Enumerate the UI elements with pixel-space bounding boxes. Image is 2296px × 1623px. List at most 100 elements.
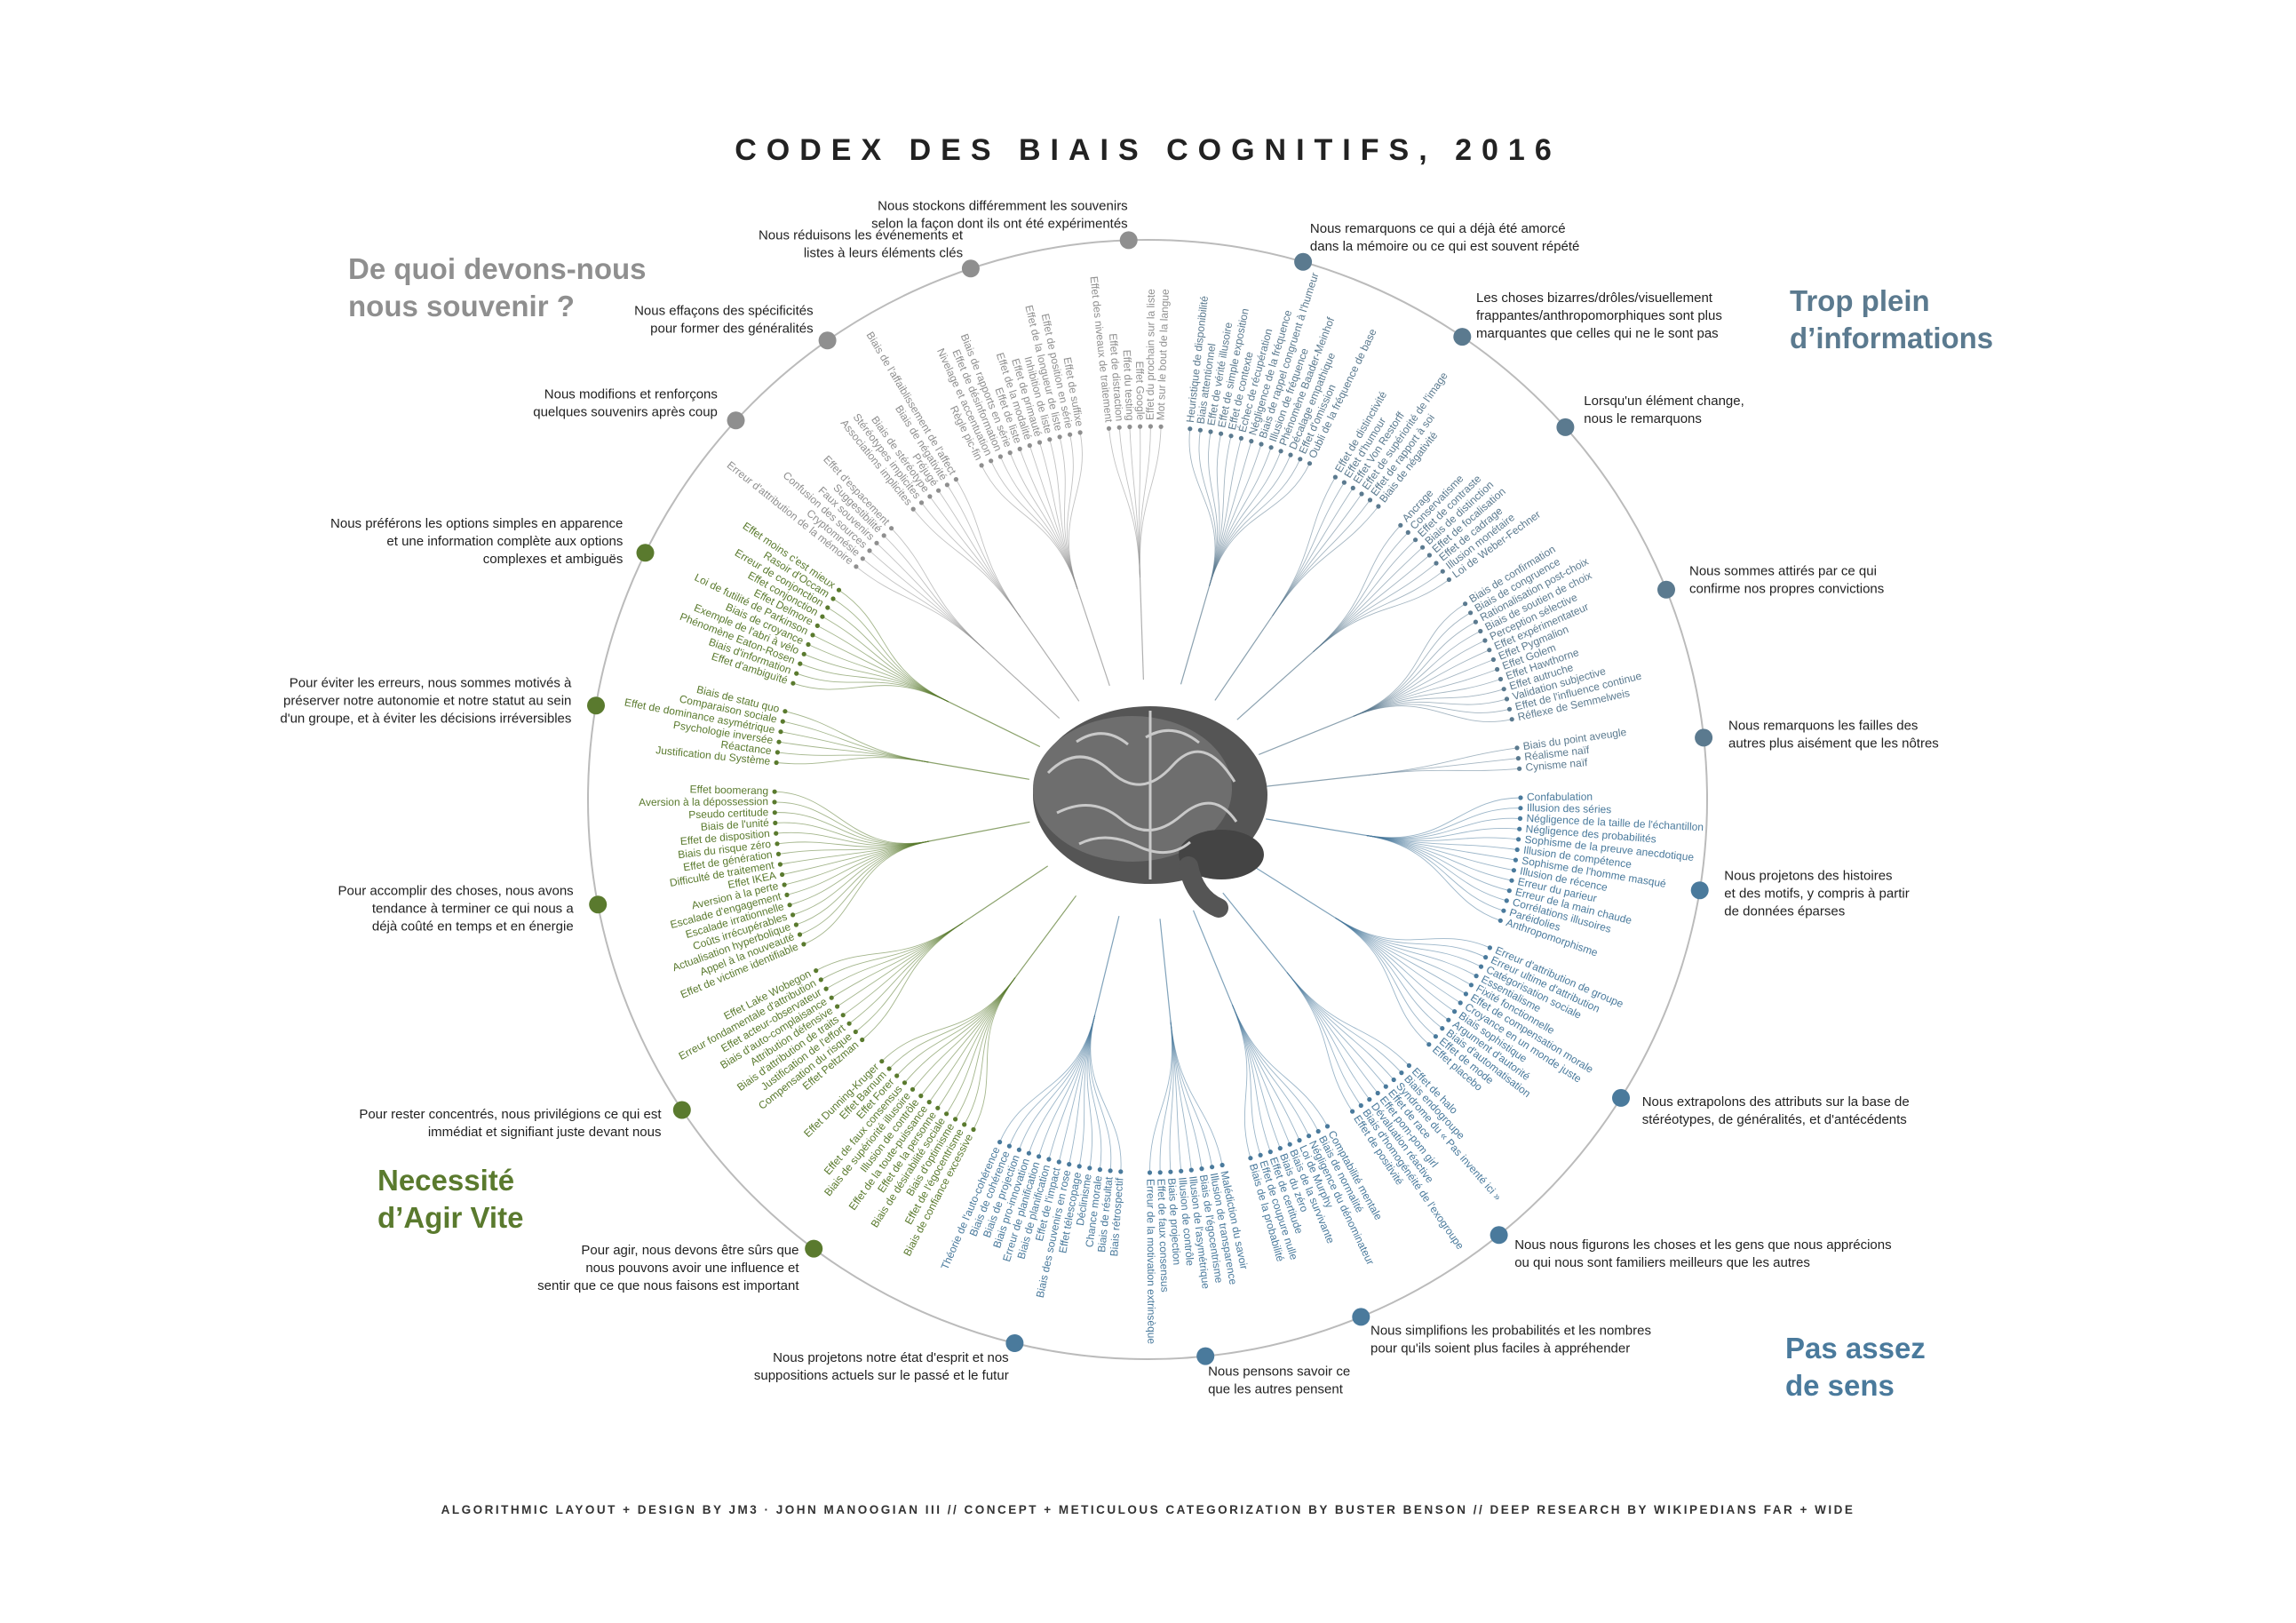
- bias-label: Confabulation: [1527, 791, 1593, 803]
- bias-dot: [1501, 687, 1506, 692]
- bias-label: Cynisme naïf: [1525, 756, 1589, 774]
- bias-dot: [840, 1013, 846, 1018]
- category-dot: [805, 1239, 823, 1258]
- category-label-line: Nous stockons différemment les souvenirs: [878, 198, 1128, 213]
- branch-line: [1353, 679, 1501, 717]
- branch-line: [789, 840, 930, 906]
- branch-line: [1366, 835, 1501, 921]
- branch-line: [1188, 428, 1216, 587]
- bias-dot: [1434, 561, 1439, 566]
- bias-dot: [1097, 1167, 1102, 1173]
- quadrant-title-line: Trop plein: [1790, 284, 1930, 317]
- bias-dot: [1433, 1034, 1438, 1039]
- branch-line: [862, 558, 985, 650]
- trunk-line: [1076, 588, 1110, 687]
- category-dot: [1690, 881, 1709, 900]
- category-label-line: complexes et ambiguës: [483, 552, 624, 567]
- bias-dot: [1350, 485, 1355, 491]
- bias-dot: [1138, 424, 1143, 429]
- bias-dot: [1157, 1170, 1163, 1175]
- quadrant-title-information: Trop plein d’informations: [1790, 282, 1993, 357]
- bias-label: Effet boomerang: [689, 783, 768, 797]
- category-label-line: Nous projetons notre état d'esprit et no…: [773, 1350, 1009, 1365]
- bias-dot: [1478, 964, 1484, 969]
- branch-line: [1209, 447, 1272, 587]
- branch-line: [1313, 539, 1416, 653]
- category-label: Nous simplifions les probabilités et les…: [1370, 1323, 1651, 1356]
- bias-dot: [1017, 446, 1022, 451]
- category-dot: [1352, 1308, 1370, 1326]
- bias-dot: [874, 540, 879, 545]
- bias-dot: [1067, 1162, 1072, 1167]
- bias-dot: [823, 986, 829, 991]
- bias-dot: [889, 526, 894, 531]
- bias-dot: [830, 596, 836, 601]
- bias-dot: [1509, 878, 1514, 883]
- bias-dot: [772, 789, 777, 794]
- branch-line: [973, 977, 1016, 1130]
- branch-line: [1335, 917, 1430, 1046]
- category-label-line: tendance à terminer ce qui nous a: [372, 901, 574, 916]
- category-label-line: ou qui nous sont familiers meilleurs que…: [1514, 1255, 1810, 1270]
- branch-line: [775, 812, 930, 845]
- brain-cortex: [1033, 716, 1232, 862]
- bias-dot: [1332, 474, 1338, 480]
- branch-line: [928, 977, 1016, 1102]
- category-nodes: Nous remarquons ce qui a déjà été amorcé…: [280, 198, 1938, 1396]
- bias-dot: [1406, 1062, 1411, 1069]
- bias-dot: [1440, 569, 1445, 574]
- bias-dot: [1426, 1042, 1432, 1047]
- branch-line: [964, 977, 1016, 1126]
- bias-dot: [1504, 898, 1509, 903]
- branch-line: [1335, 917, 1482, 967]
- bias-dot: [1420, 545, 1426, 550]
- category-label: Nous préférons les options simples en ap…: [330, 516, 623, 567]
- bias-dot: [1446, 1017, 1451, 1022]
- bias-dot: [801, 942, 806, 947]
- branch-line: [956, 479, 1021, 618]
- bias-dot: [1056, 1159, 1061, 1165]
- branch-line: [799, 840, 930, 935]
- branch-line: [921, 502, 1021, 618]
- branch-line: [775, 822, 930, 846]
- branch-line: [799, 663, 949, 703]
- bias-dot: [1027, 442, 1032, 449]
- branch-line: [1231, 1004, 1251, 1158]
- bias-dot: [1398, 522, 1403, 528]
- bias-dot: [790, 912, 796, 918]
- branch-line: [1129, 426, 1140, 578]
- bias-label: Mot sur le bout de la langue: [1155, 289, 1172, 421]
- category-label-line: dans la mémoire ou ce qui est souvent ré…: [1310, 239, 1580, 254]
- category-label-line: et des motifs, y compris à partir: [1724, 887, 1909, 902]
- bias-dot: [926, 1100, 932, 1105]
- bias-dot: [1047, 437, 1053, 442]
- quadrant-title-memory: De quoi devons-nous nous souvenir ?: [348, 251, 647, 325]
- bias-dot: [775, 750, 781, 755]
- category-label-line: marquantes que celles qui ne le sont pas: [1476, 326, 1719, 341]
- category-label-line: frappantes/anthropomorphiques sont plus: [1476, 308, 1722, 323]
- branch-line: [1231, 1004, 1310, 1136]
- bias-dot: [1148, 424, 1153, 429]
- bias-dot: [881, 533, 886, 538]
- brain-icon: [1033, 706, 1267, 918]
- branch-line: [842, 922, 964, 1016]
- bias-dot: [775, 841, 780, 847]
- branch-line: [1366, 828, 1520, 840]
- category-label-line: Nous réduisons les événements et: [759, 228, 964, 243]
- bias-dot: [1518, 806, 1523, 811]
- bias-dot: [778, 729, 783, 735]
- bias-dot: [1037, 1154, 1042, 1159]
- branch-line: [1170, 1020, 1223, 1166]
- bias-dot: [1399, 1070, 1404, 1076]
- bias-dot: [1210, 1165, 1215, 1170]
- branch-line: [1286, 972, 1394, 1080]
- bias-dot: [1238, 435, 1243, 441]
- bias-dot: [780, 871, 785, 878]
- bias-dot: [1116, 425, 1122, 430]
- branch-line: [999, 456, 1078, 589]
- category-label-line: Nous simplifions les probabilités et les…: [1370, 1323, 1651, 1338]
- trunk-line: [1214, 615, 1274, 701]
